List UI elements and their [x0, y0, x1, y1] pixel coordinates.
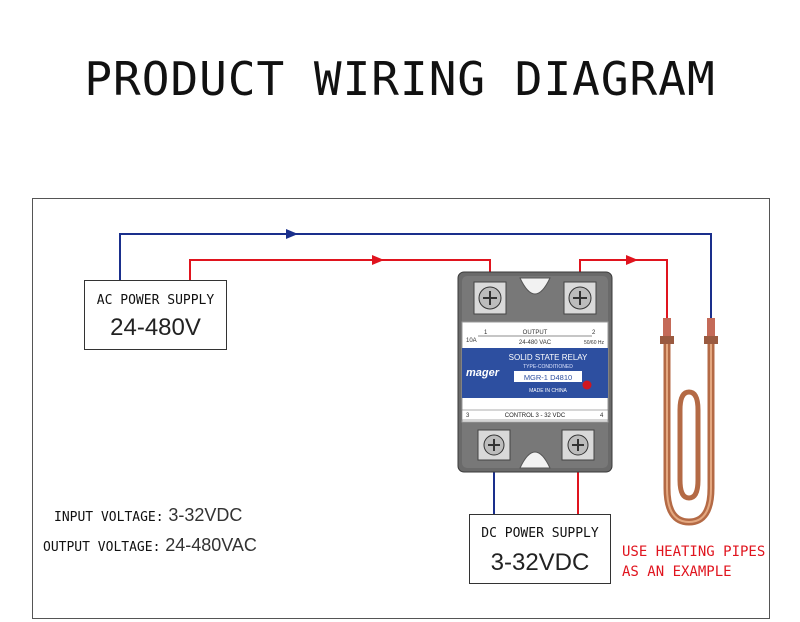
note-line-1: USE HEATING PIPES	[622, 544, 766, 560]
solid-state-relay: 1 2 OUTPUT 10A 24-480 VAC 50/60 Hz SOLID…	[457, 271, 613, 473]
relay-type: SOLID STATE RELAY	[509, 353, 588, 362]
neutral-wire	[119, 233, 712, 318]
heating-pipe-tube	[663, 338, 715, 526]
input-voltage-row: INPUT VOLTAGE: 3-32VDC	[54, 505, 242, 526]
heating-pipe-note: USE HEATING PIPES AS AN EXAMPLE	[622, 542, 765, 582]
relay-indicator-led	[582, 380, 592, 390]
dc-power-supply-value: 3-32VDC	[490, 549, 590, 576]
heater-collar-left	[660, 336, 674, 344]
live-wire-arrow-1	[372, 255, 384, 265]
heater-terminal-left	[663, 318, 671, 338]
heating-pipe	[660, 318, 718, 526]
input-voltage-value: 3-32VDC	[168, 505, 243, 525]
live-wire-arrow-2	[626, 255, 638, 265]
diagram-frame	[32, 198, 770, 619]
relay-made-in: MADE IN CHINA	[529, 388, 567, 394]
page-title: PRODUCT WIRING DIAGRAM	[84, 52, 716, 106]
relay-top-notch	[519, 277, 551, 295]
dc-power-supply-label: DC POWER SUPPLY	[481, 526, 599, 541]
relay-frequency: 50/60 Hz	[584, 340, 605, 346]
ac-power-supply-value: 24-480V	[110, 314, 201, 341]
relay-current: 10A	[466, 338, 477, 344]
relay-terminal-1-number: 1	[484, 330, 488, 336]
heating-pipe-inner-loop	[677, 389, 701, 501]
output-voltage-row: OUTPUT VOLTAGE: 24-480VAC	[43, 535, 257, 556]
relay-bottom-notch	[519, 451, 551, 469]
ac-power-supply-label: AC POWER SUPPLY	[96, 293, 215, 308]
relay-terminal-2-number: 2	[592, 330, 596, 336]
note-line-2: AS AN EXAMPLE	[622, 564, 732, 580]
output-voltage-value: 24-480VAC	[165, 535, 257, 555]
live-wire-input	[189, 259, 491, 282]
output-voltage-key: OUTPUT VOLTAGE:	[43, 540, 161, 555]
relay-brand: mager	[466, 367, 500, 379]
ac-power-supply-box: AC POWER SUPPLY 24-480V	[84, 280, 227, 350]
relay-output-label: OUTPUT	[523, 330, 548, 336]
live-wire-output	[579, 259, 668, 318]
dc-power-supply-box: DC POWER SUPPLY 3-32VDC	[469, 514, 611, 584]
relay-subtype: TYPE-CONDITIONED	[523, 364, 573, 370]
relay-model-box	[514, 371, 582, 382]
relay-terminal-4-number: 4	[600, 413, 604, 419]
neutral-wire-arrow	[286, 229, 298, 239]
input-voltage-key: INPUT VOLTAGE:	[54, 510, 164, 525]
heater-collar-right	[704, 336, 718, 344]
heating-pipe-highlight	[666, 338, 712, 524]
relay-control-label: CONTROL 3 - 32 VDC	[505, 413, 566, 419]
relay-model: MGR-1 D4810	[524, 373, 572, 382]
relay-control-strip	[461, 409, 609, 421]
relay-terminal-3-number: 3	[466, 413, 470, 419]
relay-output-rating: 24-480 VAC	[519, 340, 552, 346]
heater-terminal-right	[707, 318, 715, 338]
